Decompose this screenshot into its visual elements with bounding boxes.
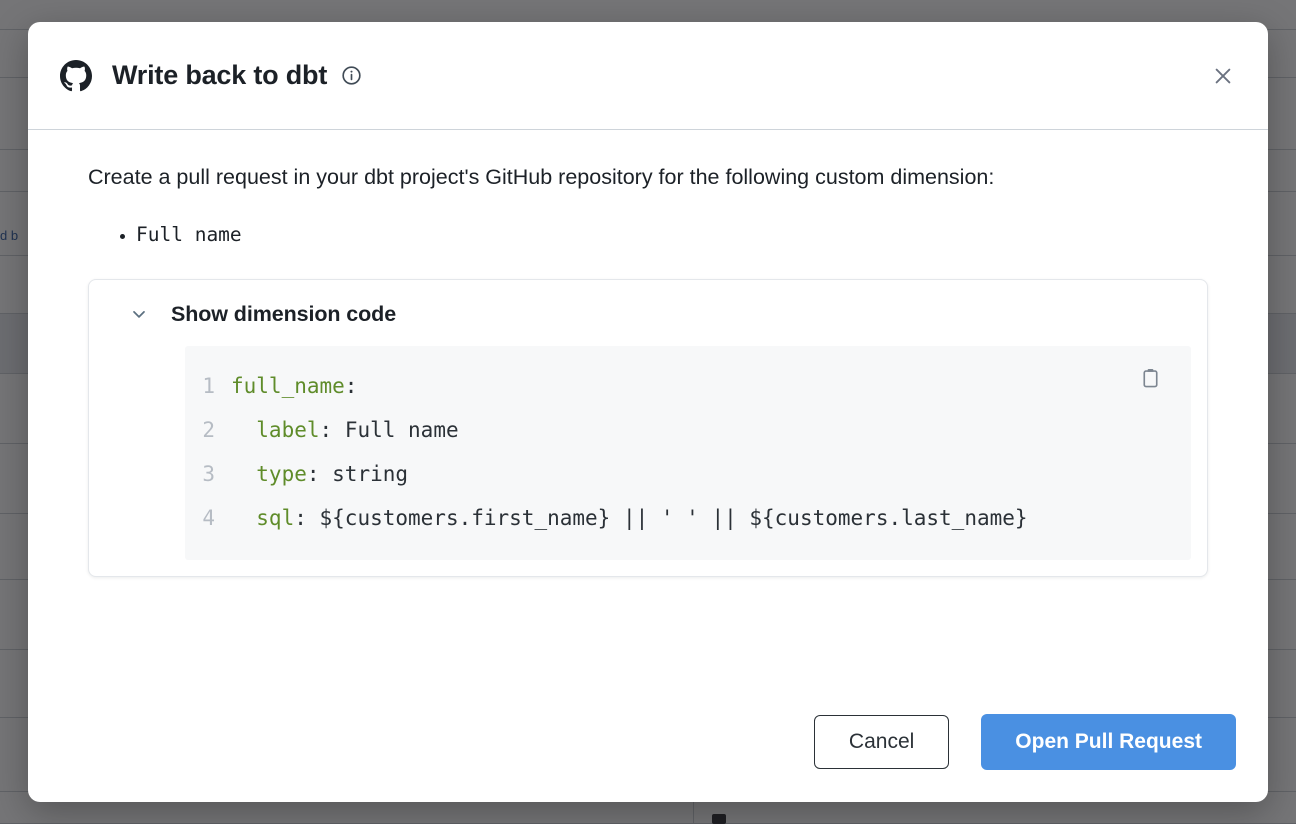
code-line: 1 full_name: <box>185 364 1191 408</box>
code-line: 4 sql: ${customers.first_name} || ' ' ||… <box>185 496 1191 540</box>
open-pull-request-button[interactable]: Open Pull Request <box>981 714 1236 770</box>
close-icon[interactable] <box>1206 59 1240 93</box>
line-number: 1 <box>202 373 215 398</box>
dialog-header: Write back to dbt <box>28 22 1268 130</box>
code-token-val: string <box>319 461 409 486</box>
show-dimension-code-label: Show dimension code <box>171 301 397 326</box>
dialog-body: Create a pull request in your dbt projec… <box>28 130 1268 692</box>
dialog-description: Create a pull request in your dbt projec… <box>88 165 995 189</box>
code-token-key: type <box>231 461 307 486</box>
info-circle-icon[interactable] <box>341 65 362 86</box>
code-line-content: label: Full name <box>231 408 459 452</box>
chevron-down-icon <box>129 304 149 324</box>
code-token-key: sql <box>231 505 295 530</box>
show-dimension-code-toggle[interactable]: Show dimension code <box>105 300 1191 327</box>
github-icon <box>60 59 92 92</box>
dimension-list: Full name <box>88 220 1224 249</box>
line-number: 2 <box>202 417 215 442</box>
code-line-content: full_name: <box>231 364 357 408</box>
cancel-button[interactable]: Cancel <box>813 715 950 769</box>
code-token-key: full_name <box>231 373 345 398</box>
code-line-content: sql: ${customers.first_name} || ' ' || $… <box>231 496 1028 540</box>
code-token-punct: : <box>306 461 320 486</box>
code-token-key: label <box>231 417 320 442</box>
code-token-val: Full name <box>332 417 459 442</box>
code-token-val: ${customers.first_name} || ' ' || ${cust… <box>306 505 1028 530</box>
code-line: 2 label: Full name <box>185 408 1191 452</box>
line-number: 4 <box>202 505 215 530</box>
code-line: 3 type: string <box>185 452 1191 496</box>
dialog-title: Write back to dbt <box>112 60 328 90</box>
copy-clipboard-icon[interactable] <box>1135 364 1165 394</box>
code-token-punct: : <box>344 373 358 398</box>
line-number: 3 <box>202 461 215 486</box>
code-token-punct: : <box>294 505 307 530</box>
dialog-footer: Cancel Open Pull Request <box>28 692 1268 802</box>
write-back-to-dbt-dialog: Write back to dbt Create a pull request … <box>28 22 1268 802</box>
dimension-list-item: Full name <box>136 220 1224 249</box>
code-token-punct: : <box>319 417 333 442</box>
code-line-content: type: string <box>231 452 408 496</box>
